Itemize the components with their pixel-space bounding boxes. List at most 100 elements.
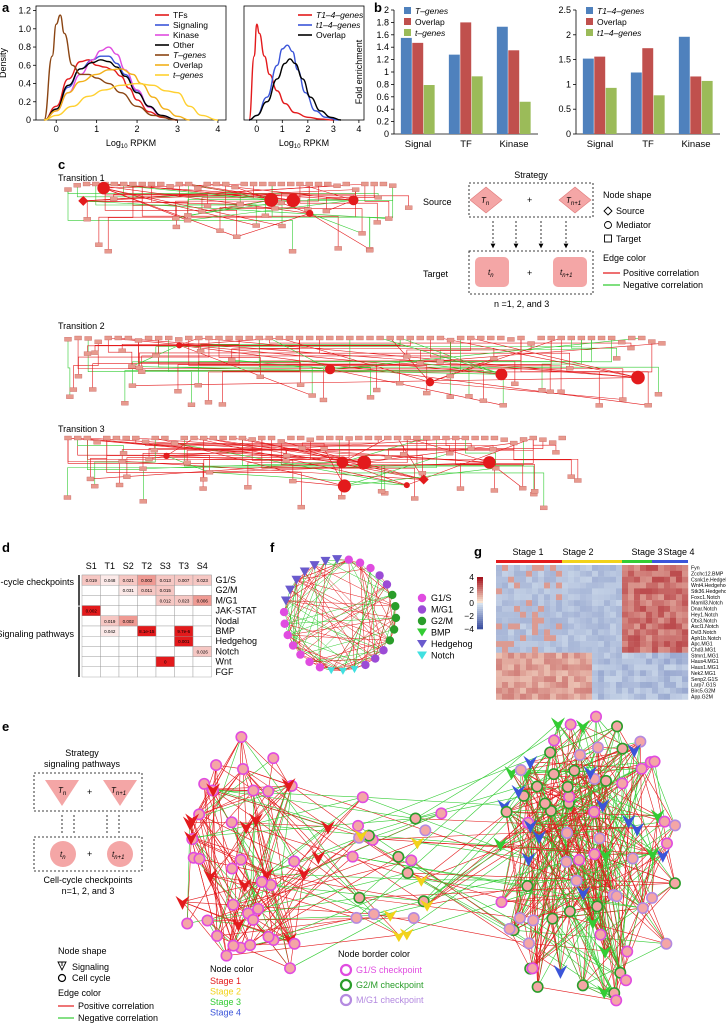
e-source-box [33,772,143,812]
panel-e-strategy: Strategy signaling pathways Tn + Tn+1 tn… [33,748,424,1023]
heatmap-cell [544,652,551,659]
checkpoint-node [288,641,298,650]
network-edge [77,338,624,400]
colorbar-segment [477,587,483,590]
density-curve [43,59,178,121]
heatmap-cell [646,594,653,601]
border-legend-label: G1/S checkpoint [356,965,423,975]
circular-edge [292,645,332,671]
colorbar-segment [477,595,483,598]
circular-edge [292,571,306,646]
network-node-target [607,335,616,341]
heatmap-cell [640,588,647,595]
network-edge [582,892,594,922]
heatmap-cell [562,682,569,689]
heatmap-cell [520,641,527,648]
signaling-node [420,899,435,912]
network-edge [249,908,259,946]
panel-f-letter: f [270,540,275,555]
heatmap-cell [652,600,659,607]
signaling-node [521,852,536,867]
heatmap-cell [610,576,617,583]
cell-cycle-node [252,902,265,915]
heatmap-cell [574,565,581,572]
x-axis-label: Log10 RPKM [279,138,329,150]
heatmap-cell [598,635,605,642]
network-node-target [123,474,131,479]
matrix-cell [174,656,194,667]
heatmap-cell [676,676,683,683]
signaling-node [583,765,598,780]
network-node-target [436,335,445,341]
network-edge [179,344,649,406]
source-shape-icon [603,206,613,216]
legend-label: Overlap [316,30,346,40]
legend-swatch [586,7,593,14]
matrix-cell [118,625,138,637]
heatmap-cell [526,670,533,677]
network-edge [216,935,291,969]
circular-edge [383,606,396,651]
network-node-target [416,360,424,366]
network-node-target [277,181,286,187]
heatmap-cell [616,565,623,572]
heatmap-cell [556,623,563,630]
legend-label: T–genes [173,50,207,60]
circular-edge [284,623,332,671]
heatmap-cell [682,576,689,583]
plus-sign-target: + [527,268,532,278]
network-edge [190,768,244,838]
heatmap-cell [658,629,665,636]
network-edge [261,438,415,499]
network-node-target [519,437,528,442]
heatmap-cell [592,635,599,642]
heatmap-cell [562,576,569,583]
heatmap-cell [556,687,563,694]
network-edge [118,337,638,378]
heatmap-cell [568,693,575,700]
network-node-target [94,339,102,345]
network-edge [212,790,363,798]
category-label: Signal [405,139,431,150]
matrix-cell-label: 0.007 [178,578,190,583]
heatmap-cell [496,658,503,665]
network-node-target [249,181,258,187]
network-node-target [265,335,273,341]
heatmap-cell [634,565,641,572]
edge-negative-label: Negative correlation [623,280,703,290]
heatmap-gene-label: Nek2.MG1 [691,671,716,677]
network-node-target [567,474,575,479]
circular-edge [389,606,396,641]
network-edge [582,943,667,986]
circular-edge [359,562,393,596]
network-edge [342,437,388,463]
signaling-node [627,743,642,758]
network-edge [203,783,227,956]
heatmap-cell [496,570,503,577]
legend-swatch [404,18,411,25]
cell-cycle-node [599,774,612,787]
network-node-target [557,335,565,341]
heatmap-cell [640,570,647,577]
heatmap-cell [520,646,527,653]
heatmap-cell [532,576,539,583]
matrix-cell [137,656,157,667]
network-node-target [557,389,565,394]
network-node-target [527,341,535,346]
heatmap-cell [586,682,593,689]
heatmap-cell [496,588,503,595]
cell-cycle-node [227,898,240,911]
heatmap-cell [676,611,683,618]
heatmap-cell [628,693,635,700]
network-node-target [110,196,118,201]
matrix-cell [81,656,101,667]
bar [582,58,594,134]
network-node-target [115,482,124,488]
circular-edge [375,594,393,659]
heatmap-cell [520,565,527,572]
heatmap-cell [514,588,521,595]
heatmap-cell [664,652,671,659]
heatmap-cell [634,670,641,677]
matrix-cell [174,646,194,657]
matrix-row-label: FGF [216,667,234,677]
